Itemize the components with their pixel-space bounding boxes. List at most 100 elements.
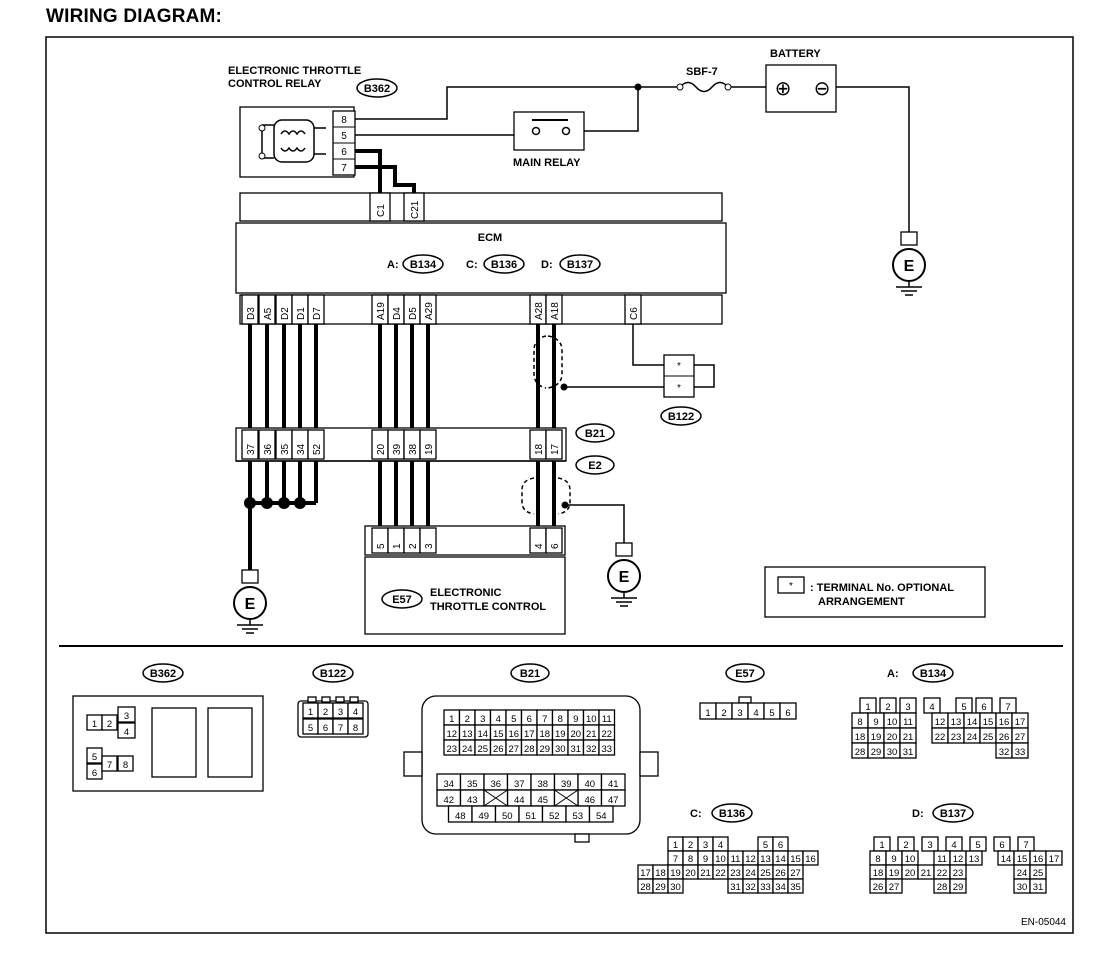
page-title: WIRING DIAGRAM: <box>46 6 223 27</box>
etc-pin-3: 3 <box>424 543 435 549</box>
b21-pin-41: 41 <box>608 779 619 790</box>
b137-pin-11: 11 <box>937 854 947 865</box>
b122-star-1: * <box>677 361 681 372</box>
b21-pin-15: 15 <box>493 729 504 740</box>
b122-pin-4: 4 <box>353 707 358 718</box>
b134-pin-29: 29 <box>871 747 882 758</box>
b134-pin-27: 27 <box>1015 732 1026 743</box>
b137-pin-18: 18 <box>873 868 884 879</box>
etc-pin-5: 5 <box>376 543 387 549</box>
b122-star-2: * <box>677 383 681 394</box>
ground-symbol: E <box>619 569 630 586</box>
ecm-pin-a28: A28 <box>534 302 545 320</box>
b136-pin-29: 29 <box>655 882 666 893</box>
relay-name-line1: ELECTRONIC THROTTLE <box>228 65 361 77</box>
b134-pin-5: 5 <box>961 702 966 713</box>
b134-pin-14: 14 <box>967 717 978 728</box>
b136-pin-2: 2 <box>688 840 693 851</box>
b21-pin-49: 49 <box>478 811 489 822</box>
b136-pin-6: 6 <box>778 840 783 851</box>
ecm-a-prefix: A: <box>387 259 399 271</box>
joint-pin-39: 39 <box>392 443 403 455</box>
b137-pin-2: 2 <box>903 840 908 851</box>
b136-pin-20: 20 <box>685 868 696 879</box>
battery-minus-icon: ⊖ <box>814 78 831 100</box>
b362-pin-3: 3 <box>124 711 129 722</box>
ecm-pin-d7: D7 <box>312 307 323 320</box>
joint-pin-20: 20 <box>376 443 387 455</box>
b134-pin-32: 32 <box>999 747 1010 758</box>
b21-pin-9: 9 <box>573 714 578 725</box>
joint-pin-37: 37 <box>246 443 257 455</box>
b134-pin-30: 30 <box>887 747 898 758</box>
b21-pin-23: 23 <box>446 744 457 755</box>
b137-pin-27: 27 <box>889 882 900 893</box>
b137-pin-21: 21 <box>921 868 932 879</box>
ecm-pin-d1: D1 <box>296 307 307 320</box>
b362-pin-5: 5 <box>92 752 97 763</box>
b21-pin-50: 50 <box>502 811 513 822</box>
b21-pin-33: 33 <box>601 744 612 755</box>
b362-pin-8: 8 <box>123 760 128 771</box>
b21-pin-22: 22 <box>601 729 612 740</box>
connector-b134-prefix: A: <box>887 668 899 680</box>
harness-wires <box>248 324 664 433</box>
b134-pin-6: 6 <box>981 702 986 713</box>
joint-pin-38: 38 <box>408 443 419 455</box>
b134-pin-4: 4 <box>929 702 934 713</box>
b21-pin-54: 54 <box>596 811 607 822</box>
b122-pin-7: 7 <box>338 723 343 734</box>
b122-pin-6: 6 <box>323 723 328 734</box>
etc-code: E57 <box>392 594 412 606</box>
connector-b362-code: B362 <box>150 668 176 680</box>
ground-symbol: E <box>245 596 256 613</box>
b136-pin-1: 1 <box>673 840 678 851</box>
joint-pin-18: 18 <box>534 443 545 455</box>
ecm-a-code: B134 <box>410 259 437 271</box>
etc-pin-1: 1 <box>392 543 403 549</box>
b136-pin-31: 31 <box>730 882 741 893</box>
b137-pin-19: 19 <box>889 868 900 879</box>
b134-pin-7: 7 <box>1005 702 1010 713</box>
b136-pin-22: 22 <box>715 868 726 879</box>
b136-pin-13: 13 <box>760 854 771 865</box>
relay-name-line2: CONTROL RELAY <box>228 78 322 90</box>
b122-pin-1: 1 <box>308 707 313 718</box>
etc-pin-6: 6 <box>550 543 561 549</box>
legend-line1: : TERMINAL No. OPTIONAL <box>810 582 954 594</box>
ecm-c-code: B136 <box>491 259 517 271</box>
b134-pin-33: 33 <box>1015 747 1026 758</box>
b136-pin-17: 17 <box>640 868 651 879</box>
b122-pin-5: 5 <box>308 723 313 734</box>
battery-label: BATTERY <box>770 48 821 60</box>
b136-pin-24: 24 <box>745 868 756 879</box>
etc-name-line1: ELECTRONIC <box>430 587 502 599</box>
b21-pin-35: 35 <box>467 779 478 790</box>
b21-pin-24: 24 <box>462 744 473 755</box>
b137-pin-15: 15 <box>1017 854 1028 865</box>
ground-icon: E <box>892 231 926 296</box>
b21-pin-26: 26 <box>493 744 504 755</box>
e57-pin-5: 5 <box>769 708 774 719</box>
b137-pin-29: 29 <box>953 882 964 893</box>
e57-pin-1: 1 <box>705 708 710 719</box>
b137-pin-3: 3 <box>927 840 932 851</box>
joint-pin-19: 19 <box>424 443 435 455</box>
e2-code: E2 <box>588 460 601 472</box>
b137-pin-6: 6 <box>999 840 1004 851</box>
b134-pin-8: 8 <box>857 717 862 728</box>
b21-pin-16: 16 <box>508 729 519 740</box>
b134-pin-23: 23 <box>951 732 962 743</box>
b137-pin-20: 20 <box>905 868 916 879</box>
b136-pin-3: 3 <box>703 840 708 851</box>
b137-pin-7: 7 <box>1023 840 1028 851</box>
b134-pin-15: 15 <box>983 717 994 728</box>
b134-pin-26: 26 <box>999 732 1010 743</box>
relay-pin-5: 5 <box>341 131 347 142</box>
b136-pin-12: 12 <box>745 854 756 865</box>
b136-pin-10: 10 <box>715 854 726 865</box>
